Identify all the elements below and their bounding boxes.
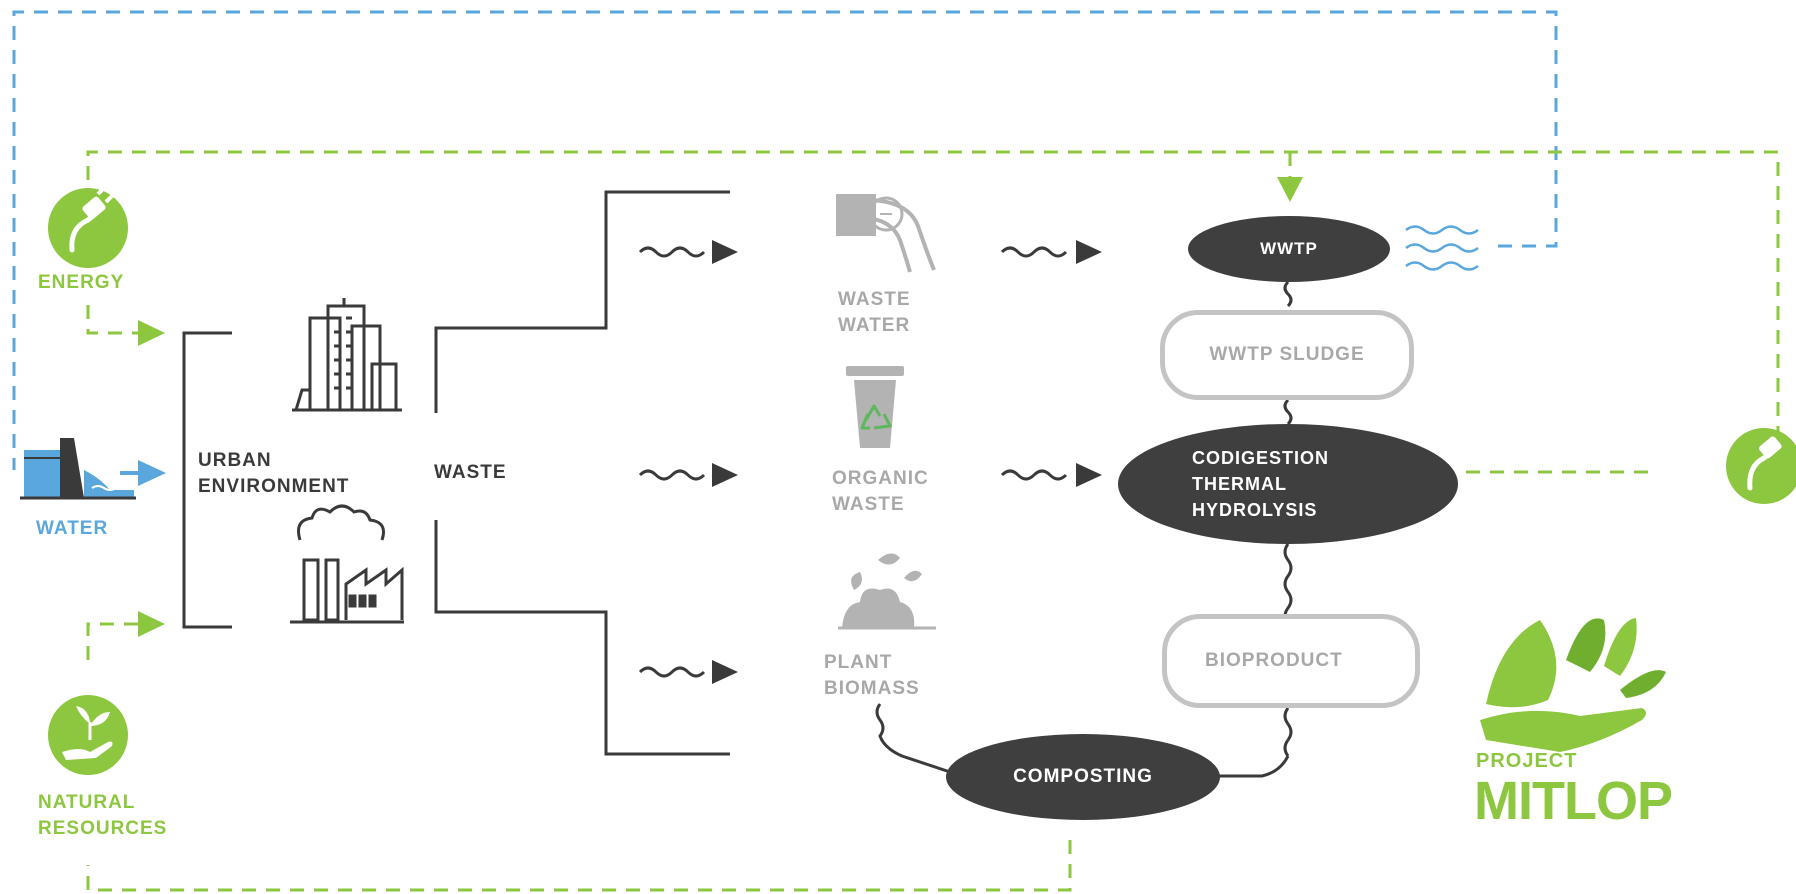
urban-environment-line-1: URBAN xyxy=(198,450,272,471)
composting-label: COMPOSTING xyxy=(1013,766,1153,787)
energy-return-loop xyxy=(86,150,1780,892)
waste-branch-lines xyxy=(434,190,730,756)
water-dam-icon xyxy=(20,438,136,500)
wwtp-sludge-node: WWTP SLUDGE xyxy=(1160,310,1414,400)
wwtp-energy-arrowhead xyxy=(1277,177,1303,202)
organic-waste-line-2: WASTE xyxy=(832,494,905,515)
brand-name-label: MITLOP xyxy=(1474,771,1673,831)
waste-label: WASTE xyxy=(434,462,507,483)
organic-waste-line-1: ORGANIC xyxy=(832,468,929,489)
water-waves-icon xyxy=(1405,225,1479,271)
water-return-loop xyxy=(12,10,1558,470)
mitlop-logo-icon xyxy=(1480,618,1666,752)
squiggle-arrow-4 xyxy=(1000,240,1102,264)
codigestion-line-3: HYDROLYSIS xyxy=(1192,500,1318,520)
waste-water-label: WASTE WATER xyxy=(838,287,911,339)
energy-plug-icon-right xyxy=(1726,428,1796,504)
plant-biomass-line-1: PLANT xyxy=(824,652,893,673)
wwtp-label: WWTP xyxy=(1260,239,1318,258)
plant-biomass-label: PLANT BIOMASS xyxy=(824,650,920,702)
wwtp-sludge-label: WWTP SLUDGE xyxy=(1209,344,1365,365)
squiggle-arrow-5 xyxy=(1000,463,1102,487)
bioproduct-label: BIOPRODUCT xyxy=(1205,650,1343,671)
natural-resources-line-2: RESOURCES xyxy=(38,818,168,839)
energy-label: ENERGY xyxy=(38,272,125,293)
waste-water-line-2: WATER xyxy=(838,315,911,336)
bioproduct-node: BIOPRODUCT xyxy=(1162,614,1420,708)
recycle-bin-icon xyxy=(846,366,904,448)
urban-input-bracket xyxy=(182,331,232,629)
codigestion-node: CODIGESTION THERMAL HYDROLYSIS xyxy=(1118,424,1458,544)
codigestion-line-2: THERMAL xyxy=(1192,474,1287,494)
squiggle-arrow-1 xyxy=(638,240,738,264)
plant-biomass-line-2: BIOMASS xyxy=(824,678,920,699)
water-arrowhead xyxy=(138,460,166,486)
natural-resources-line-1: NATURAL xyxy=(38,792,136,813)
water-label: WATER xyxy=(36,518,109,539)
factory-icon xyxy=(290,504,404,624)
plant-biomass-icon xyxy=(838,553,936,630)
plant-hand-icon xyxy=(48,695,128,775)
urban-environment-label: URBAN ENVIRONMENT xyxy=(198,448,349,500)
energy-arrowhead xyxy=(138,320,165,346)
waste-water-line-1: WASTE xyxy=(838,289,911,310)
organic-waste-label: ORGANIC WASTE xyxy=(832,466,929,518)
squiggle-arrow-3 xyxy=(638,660,738,684)
urban-environment-line-2: ENVIRONMENT xyxy=(198,476,350,497)
energy-plug-icon xyxy=(48,184,128,268)
codigestion-line-1: CODIGESTION xyxy=(1192,448,1330,468)
brand-project-label: PROJECT xyxy=(1476,750,1578,772)
wwtp-node: WWTP xyxy=(1188,216,1390,282)
natural-resources-label: NATURAL RESOURCES xyxy=(38,790,167,842)
squiggle-arrow-2 xyxy=(638,463,738,487)
composting-node: COMPOSTING xyxy=(946,734,1220,820)
resources-arrowhead xyxy=(138,611,165,637)
buildings-icon xyxy=(292,298,402,412)
sewer-pipe-icon xyxy=(836,194,936,273)
process-connectors xyxy=(875,280,1293,778)
